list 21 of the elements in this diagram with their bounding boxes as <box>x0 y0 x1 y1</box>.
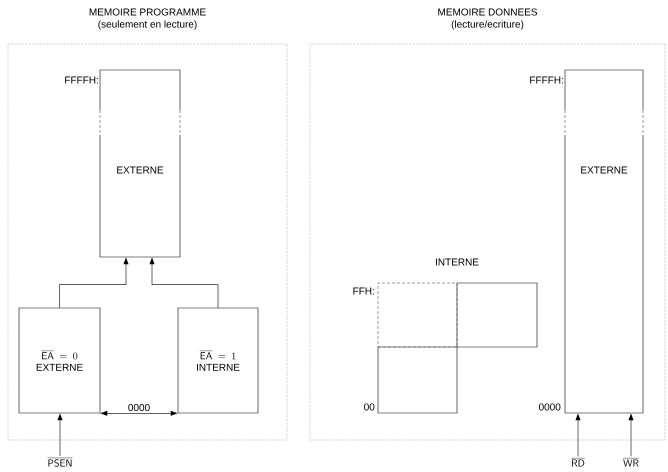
signal-name: $\overline{\mathsf{PSEN}}$ <box>48 458 72 467</box>
memory-block: EXTERNE <box>98 70 182 258</box>
node-label: MEMOIRE PROGRAMME <box>90 8 206 16</box>
address-label: FFH: <box>353 288 374 294</box>
memory-block: $\overline{\mathsf{EA}}\ =\ 1$ INTERNE <box>178 308 258 414</box>
address-label: FFFFH: <box>530 76 563 84</box>
memory-block: EXTERNE <box>563 70 645 414</box>
node-label: MEMOIRE DONNEES <box>438 8 538 16</box>
memory-block <box>456 282 538 348</box>
memory-block: $\overline{\mathsf{EA}}\ =\ 0$ EXTERNE <box>18 308 100 414</box>
signal-name: $\overline{\mathsf{WR}}$ <box>623 458 639 466</box>
memory-block <box>378 282 458 348</box>
signal-name: $\overline{\mathsf{RD}}$ <box>571 458 585 466</box>
node-label: (lecture/ecriture) <box>452 20 524 30</box>
address-label: FFFFH: <box>65 76 98 84</box>
memory-block <box>378 346 458 414</box>
edge-label: 0000 <box>126 403 152 412</box>
section-heading: INTERNE <box>436 258 479 266</box>
node-label: (seulement en lecture) <box>98 20 197 30</box>
address-label: 00 <box>364 403 374 411</box>
address-label: 0000 <box>538 403 560 411</box>
